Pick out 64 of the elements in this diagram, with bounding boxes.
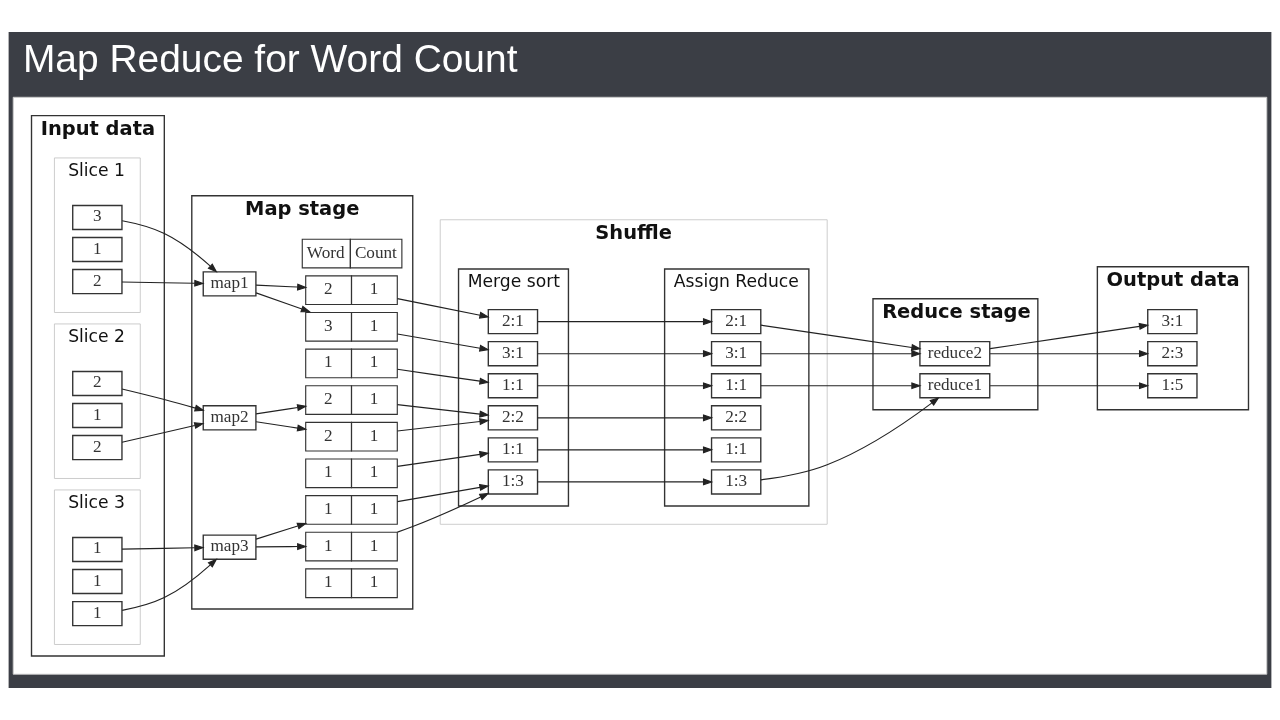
node-box: 2 <box>72 434 123 461</box>
arrow <box>121 544 205 552</box>
node-box: map3 <box>202 534 257 560</box>
node-box: 2 <box>72 370 123 397</box>
arrow <box>255 283 308 291</box>
node-box: map2 <box>202 405 257 431</box>
arrow <box>537 318 714 326</box>
arrow <box>396 483 490 503</box>
node-box: 1:1 <box>487 373 539 399</box>
arrow <box>396 450 490 467</box>
node-box: 1 <box>72 402 123 429</box>
arrow <box>396 368 490 385</box>
arrow <box>537 446 714 454</box>
arrow <box>989 350 1150 358</box>
arrow <box>396 298 490 319</box>
cluster <box>12 96 1268 675</box>
arrow <box>255 522 308 540</box>
arrow <box>121 388 205 412</box>
arrow <box>121 422 205 443</box>
node-box: 3:1 <box>487 341 539 367</box>
arrow <box>760 324 922 351</box>
node-box: 1 <box>72 536 123 563</box>
node-box: 1:3 <box>710 469 762 495</box>
arrow <box>537 414 714 422</box>
arrow <box>760 382 922 390</box>
node-box: 1:3 <box>487 469 539 495</box>
node-box: reduce2 <box>919 341 991 367</box>
arrow <box>989 382 1150 390</box>
arrow <box>121 558 218 611</box>
node-box: 2 <box>72 268 123 295</box>
arrow <box>396 417 490 432</box>
arrow <box>537 382 714 390</box>
node-box: 3:1 <box>710 341 762 367</box>
node-box: 2:1 <box>487 308 539 335</box>
arrow <box>760 396 940 481</box>
arrow <box>760 350 922 358</box>
arrow <box>537 350 714 358</box>
node-box: 1:1 <box>487 437 539 463</box>
arrow <box>121 220 218 273</box>
node-box: 3 <box>72 204 123 231</box>
arrow <box>121 279 205 287</box>
node-box: reduce1 <box>919 373 991 399</box>
node-box: 1:1 <box>710 373 762 399</box>
arrow <box>396 404 490 418</box>
node-box: 1 <box>72 568 123 595</box>
node-box: 1:1 <box>710 437 762 463</box>
node-box: 1 <box>72 600 123 627</box>
arrow <box>255 542 308 551</box>
node-box: 2:1 <box>710 308 762 335</box>
node-box: 1 <box>72 236 123 263</box>
arrow <box>255 421 308 432</box>
node-box: 2:2 <box>487 405 539 431</box>
node-box: 2:2 <box>710 405 762 431</box>
node-box: 1:5 <box>1147 373 1198 399</box>
arrow <box>255 292 312 313</box>
diagram-title: Map Reduce for Word Count <box>22 37 518 81</box>
arrow <box>537 478 714 486</box>
node-box: 3:1 <box>1147 308 1198 335</box>
node-box: map1 <box>202 271 257 297</box>
arrow <box>396 492 490 533</box>
arrow <box>396 333 490 352</box>
arrow <box>989 322 1150 350</box>
arrow <box>255 404 308 415</box>
node-box: 2:3 <box>1147 341 1198 367</box>
